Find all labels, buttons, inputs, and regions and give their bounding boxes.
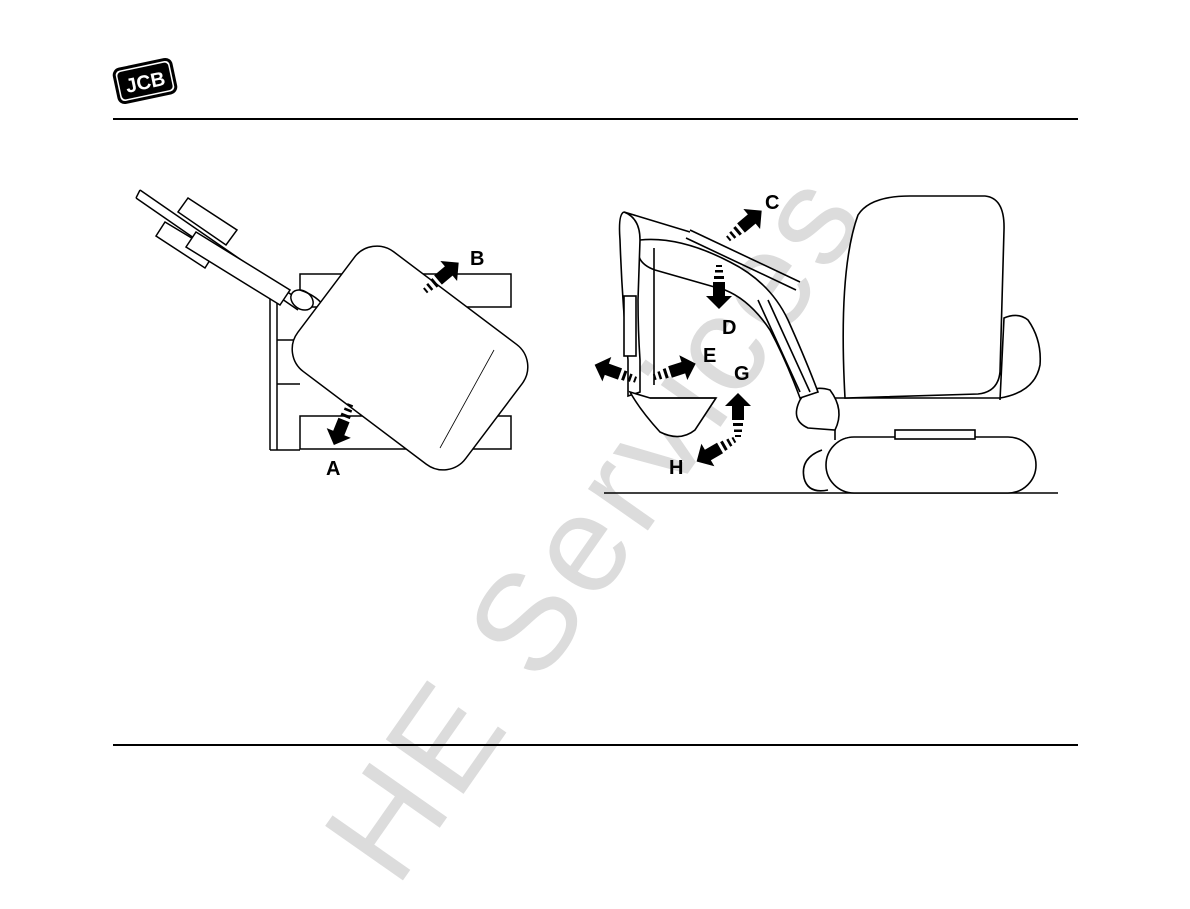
label-g: G — [734, 363, 750, 385]
label-b: B — [470, 248, 484, 270]
label-e: E — [703, 345, 716, 367]
label-h: H — [669, 457, 683, 479]
arrow-g — [725, 393, 751, 437]
excavator-diagram — [604, 196, 1058, 493]
label-d: D — [722, 317, 736, 339]
arrow-h — [690, 428, 741, 473]
label-c: C — [765, 192, 779, 214]
controls-diagram: B A C D E G — [0, 0, 1190, 840]
arrow-e-right — [650, 351, 700, 389]
arrow-c — [720, 201, 770, 249]
label-a: A — [326, 458, 340, 480]
